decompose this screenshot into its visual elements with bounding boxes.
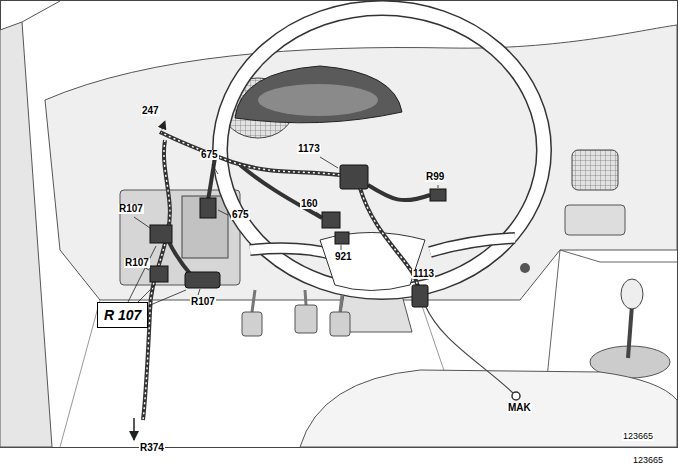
connector-code: R107 [190,297,216,307]
tape-wrap [143,140,170,420]
leader-line [212,164,218,174]
harness-branch [143,140,170,420]
connector-code: R107 [118,204,144,214]
leader-line [218,210,228,215]
switch [520,263,530,273]
tape-wrap [360,188,420,290]
connector [150,225,172,243]
figure-number: 123665 [622,432,654,441]
callout-number: 247 [141,106,160,116]
door-pillar [0,22,52,447]
leader-line [134,217,150,228]
instrument-cluster [235,66,402,123]
wheel-hub [320,233,425,291]
air-vent [572,150,618,190]
seat [300,370,677,447]
callout-number: 921 [334,252,353,262]
steering-wheel-rim [220,8,544,292]
pedal [295,305,317,333]
radio-panel [565,205,625,235]
tape-wrap [160,132,340,175]
leader-line [138,284,156,302]
callout-number: 160 [300,199,319,209]
connector [200,198,216,218]
fuse-box [182,196,228,258]
harness-branch [168,240,192,276]
connector [185,272,220,288]
direction-arrow [160,121,165,134]
harness-branch [368,185,430,200]
leader-line [128,246,156,302]
figure-number: 123665 [632,456,664,465]
callout-number: 675 [200,150,219,160]
earth-ring [512,392,520,400]
leader-line [320,157,338,168]
callout-number: 1173 [297,144,321,154]
frame [1,1,678,448]
leader-line [148,290,186,306]
windscreen-pillar [22,1,60,22]
callout-number: 675 [231,210,250,220]
connector [430,189,446,201]
harness-branch [160,132,340,175]
callout-number: 1113 [412,269,435,279]
gear-stick [628,305,632,358]
connector-code: R374 [139,443,165,453]
wiring-harness [143,132,430,420]
callout-code: R 107 [104,307,141,323]
connector [335,232,349,244]
connector [322,212,340,228]
callout-box: R 107 [97,302,148,328]
leader-line [316,212,322,216]
harness-branch [360,188,420,290]
cluster-dial [258,84,378,116]
gear-knob [621,279,643,309]
connector [340,165,368,189]
leader-line [198,289,200,295]
earth-code: MAK [507,403,532,413]
pedal [330,312,350,336]
leader-line [341,245,342,250]
direction-arrow [133,418,135,440]
harness-tape [143,132,420,420]
connector [150,266,168,282]
leader-line [438,185,439,188]
connector [412,285,428,307]
harness-branch [208,158,215,200]
steering-wheel [220,8,544,292]
dashboard [45,25,677,300]
connector-code: R107 [124,258,150,268]
connector-code: R99 [425,172,445,182]
connectors [150,165,446,307]
pedal [242,312,262,336]
leader-lines [128,157,438,306]
earth-wire [425,305,513,393]
